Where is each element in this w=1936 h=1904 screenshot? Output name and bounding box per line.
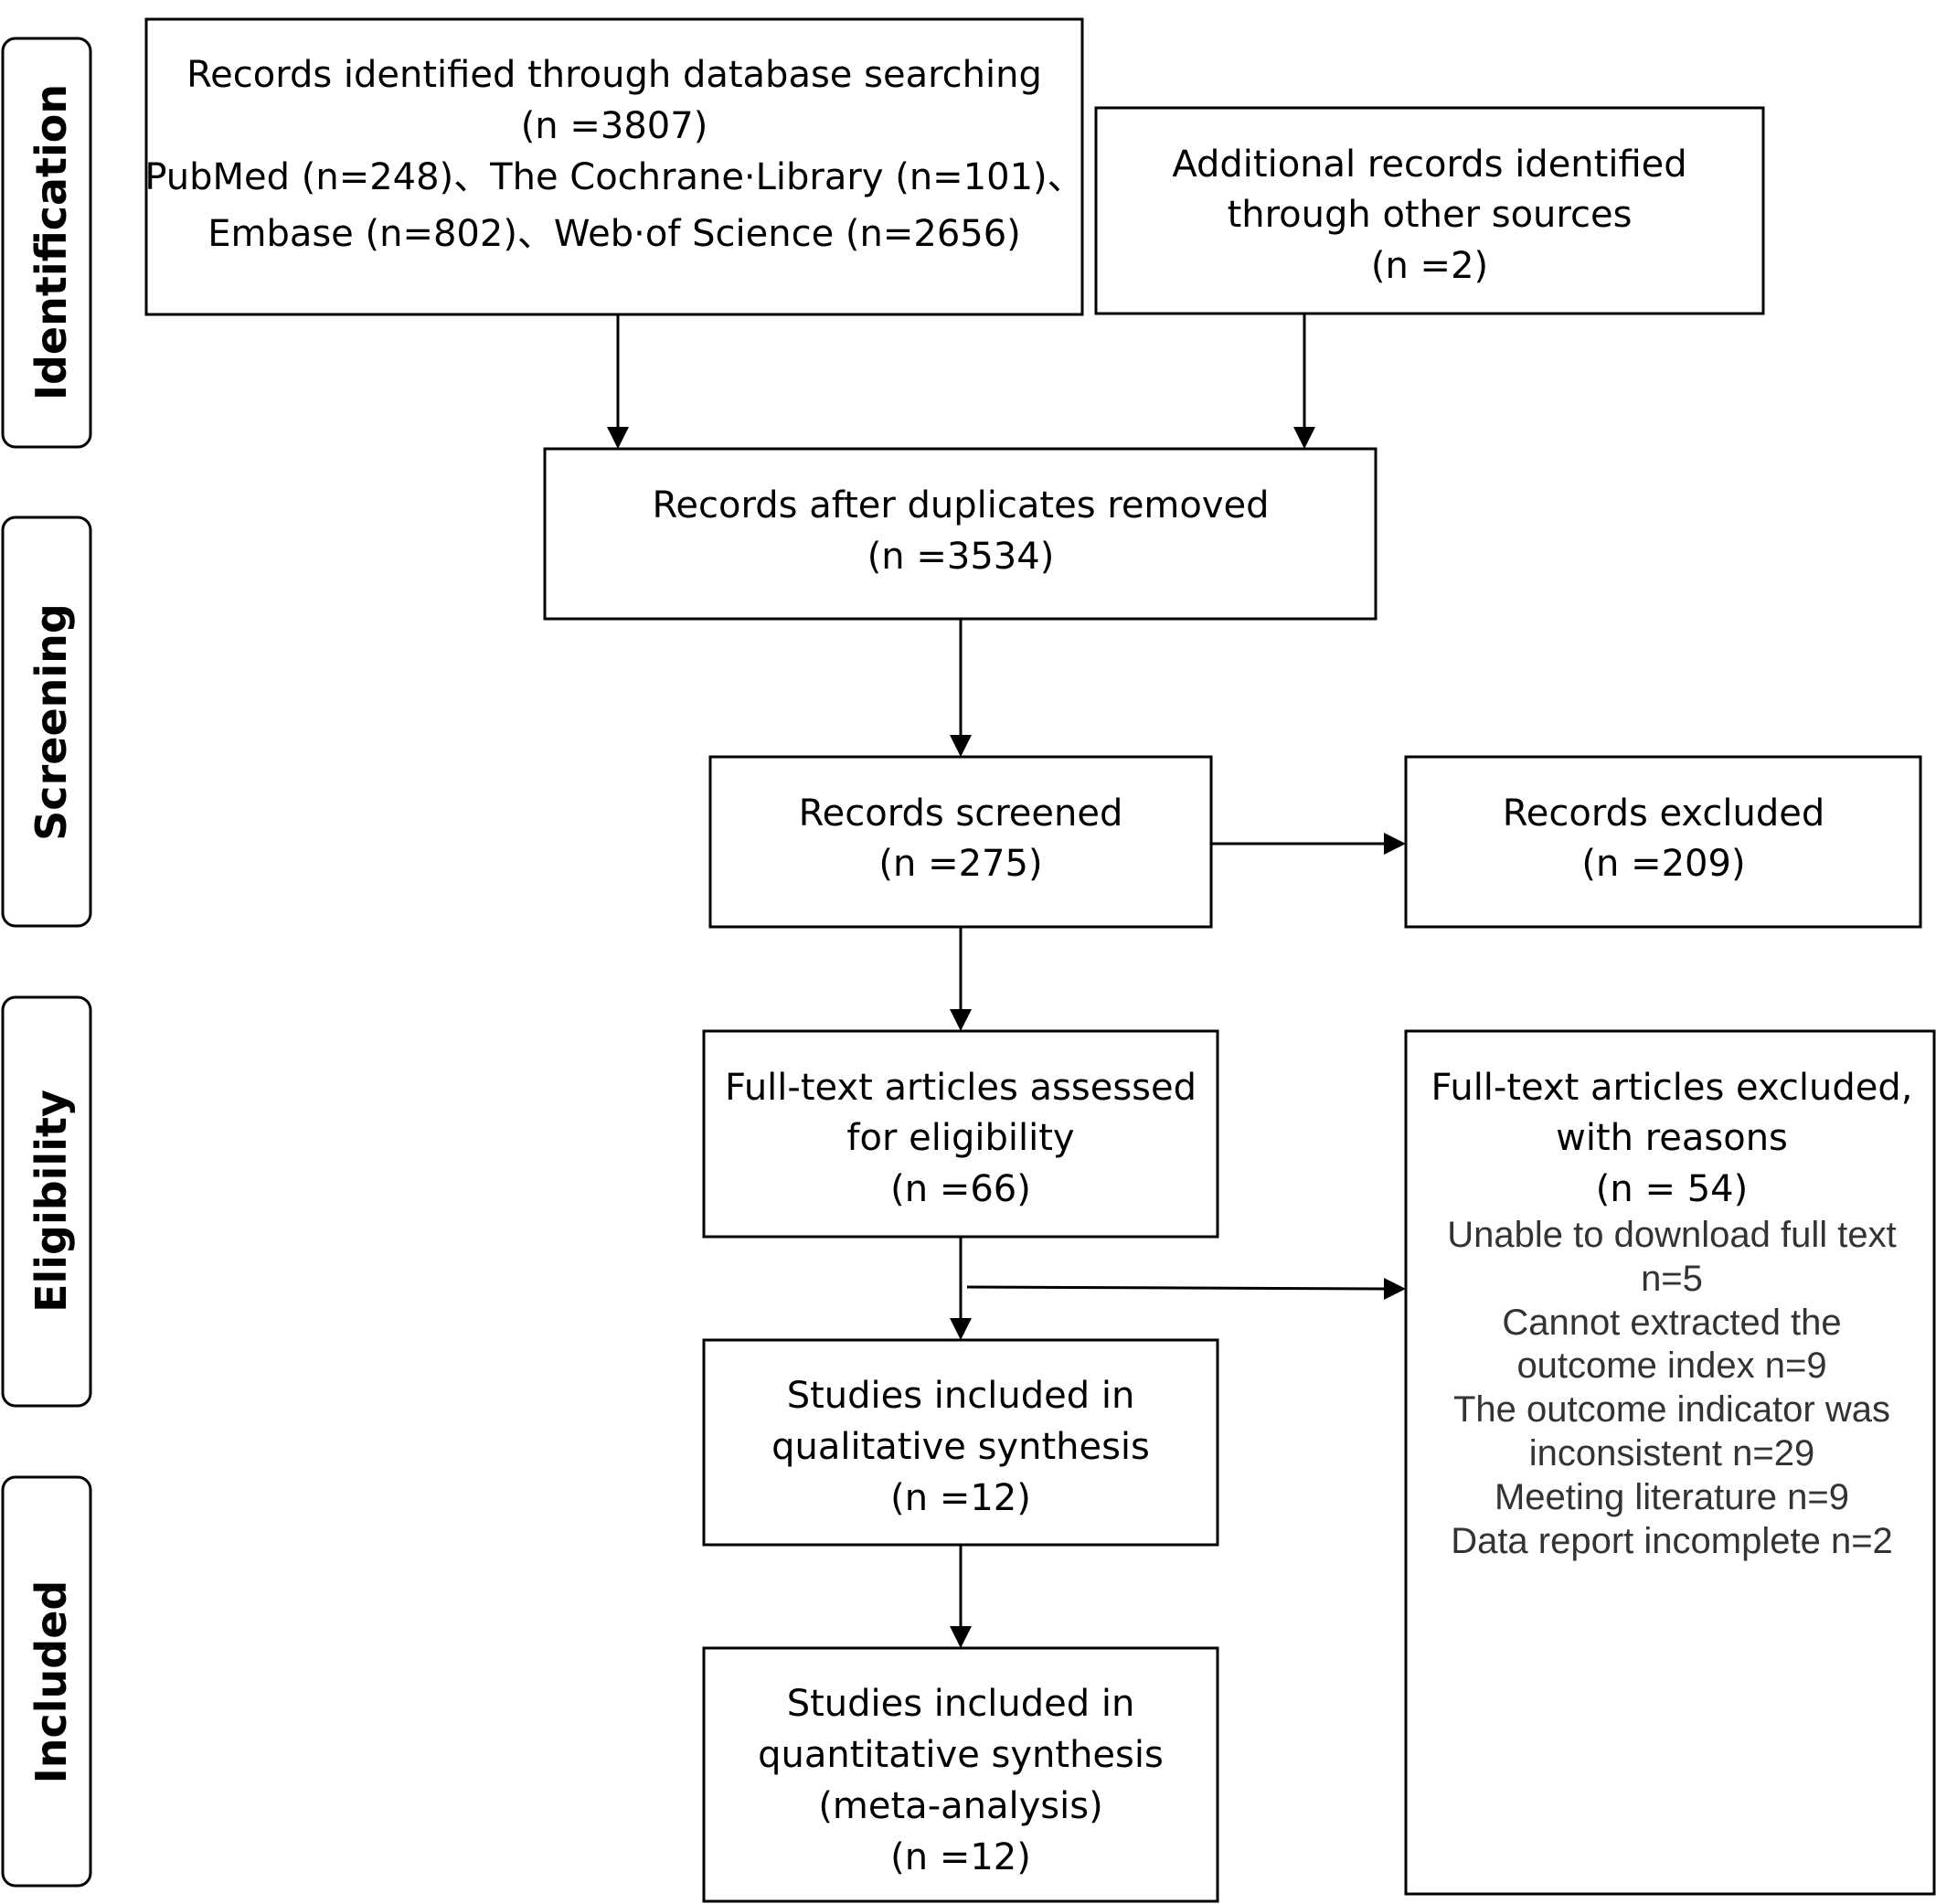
box-text-line: (meta-analysis) [818,1785,1102,1827]
phase-eligibility-frame [1,995,92,1408]
box-text-line: qualitative synthesis [771,1426,1150,1468]
arrow-screened-to-excluded [1211,833,1406,855]
box-database-search-frame [144,17,1084,316]
box-text-line: Embase (n=802)、Web·of Science (n=2656) [207,213,1021,255]
box-text-line: (n = 54) [1596,1168,1748,1210]
box-full-text-excluded: Full-text articles excluded, with reason… [1404,1029,1936,1896]
box-records-screened: Records screened (n =275) [708,755,1213,929]
box-text-line: Records after duplicates removed [652,484,1269,527]
box-text-line: (n =3807) [521,105,708,147]
phase-screening-frame [1,516,92,928]
box-full-text-assessed: Full-text articles assessed for eligibil… [702,1029,1219,1239]
phase-eligibility-label: Eligibility [27,1090,76,1313]
box-other-sources: Additional records identified through ot… [1094,106,1765,315]
exclusion-reason: Data report incomplete n=2 [1451,1521,1893,1561]
box-text-line: (n =209) [1581,843,1745,885]
box-qualitative-synthesis: Studies included in qualitative synthesi… [702,1338,1219,1547]
box-text-line: with reasons [1556,1117,1788,1159]
arrow-screened-to-fulltext [950,927,972,1031]
box-database-search: Records identified through database sear… [144,17,1084,316]
box-text-line: (n =275) [878,843,1042,885]
box-records-excluded: Records excluded (n =209) [1404,755,1922,929]
box-records-excluded-frame [1404,755,1922,929]
phase-identification-label: Identification [27,84,76,400]
phase-included: Included [1,1475,92,1888]
phase-eligibility: Eligibility [1,995,92,1408]
box-records-screened-frame [708,755,1213,929]
box-text-line: Records excluded [1503,792,1824,835]
phase-identification: Identification [1,37,92,449]
phase-included-frame [1,1475,92,1888]
box-text-line: Full-text articles assessed [725,1067,1197,1109]
phase-included-label: Included [27,1580,76,1784]
arrow-duplicates-to-screened [950,619,972,757]
exclusion-reason: The outcome indicator was [1453,1389,1890,1430]
box-text-line: (n =2) [1371,245,1488,287]
box-text-line: Additional records identified [1172,144,1686,186]
box-quantitative-synthesis-frame [702,1646,1219,1903]
box-text-line: (n =12) [890,1836,1031,1878]
exclusion-reason: Meeting literature n=9 [1495,1477,1849,1517]
phase-screening: Screening [1,516,92,928]
arrow-db-to-duplicates [607,314,629,449]
exclusion-reason: Cannot extracted the [1502,1303,1841,1343]
arrow-other-to-duplicates [1293,314,1315,449]
box-other-sources-frame [1094,106,1765,315]
phase-identification-frame [1,37,92,449]
box-text-line: for eligibility [846,1117,1074,1159]
box-text-line: Records identified through database sear… [186,54,1042,96]
box-text-line: quantitative synthesis [758,1734,1164,1776]
box-quantitative-synthesis: Studies included in quantitative synthes… [702,1646,1219,1903]
exclusion-reason: outcome index n=9 [1516,1346,1826,1386]
box-full-text-excluded-frame [1404,1029,1936,1896]
box-text-line: PubMed (n=248)、The Cochrane·Library (n=1… [144,156,1083,198]
phase-screening-label: Screening [27,603,76,841]
box-text-line: (n =3534) [867,536,1055,578]
box-text-line: Studies included in [787,1375,1135,1417]
arrow-fulltext-to-qualitative [950,1237,972,1340]
exclusion-reason: inconsistent n=29 [1529,1433,1814,1473]
box-text-line: Records screened [799,792,1123,835]
arrow-fulltext-to-excluded [966,1278,1406,1300]
box-text-line: through other sources [1228,194,1633,236]
exclusion-reason: Unable to download full text [1447,1215,1896,1255]
exclusion-reason: n=5 [1641,1259,1703,1299]
box-text-line: (n =66) [890,1168,1031,1210]
box-after-duplicates: Records after duplicates removed (n =353… [543,447,1378,621]
arrow-qualitative-to-quantitative [950,1545,972,1648]
box-text-line: Studies included in [787,1683,1135,1725]
box-qualitative-synthesis-frame [702,1338,1219,1547]
box-text-line: Full-text articles excluded, [1431,1067,1913,1109]
box-text-line: (n =12) [890,1477,1031,1519]
box-after-duplicates-frame [543,447,1378,621]
